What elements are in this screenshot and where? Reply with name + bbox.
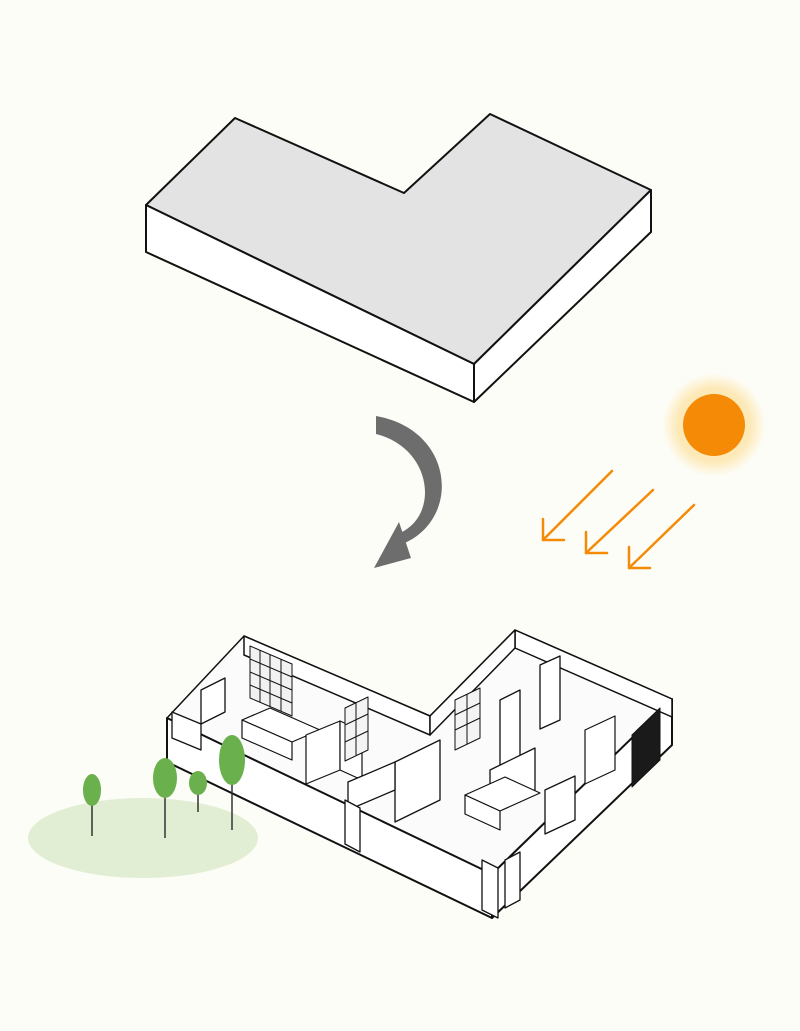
pillar-front [481, 859, 499, 919]
block-right-face [473, 189, 652, 403]
bed-front [464, 794, 501, 831]
arrow-head [374, 522, 411, 568]
pillar-front-b [504, 851, 521, 909]
isometric-apartment-icon [166, 629, 673, 919]
sun-core [683, 394, 745, 456]
sun-icon [662, 373, 766, 477]
tree-icon-group [83, 735, 245, 838]
curved-arrow-icon [374, 416, 442, 568]
sun-ray-3 [627, 503, 696, 570]
wall-inner-corner [429, 629, 516, 736]
partition-center-b [347, 761, 396, 811]
sunlight-arrows-icon [541, 469, 696, 570]
cabinet-window [584, 715, 616, 785]
partition-center-c [344, 799, 361, 853]
window-panel [631, 707, 661, 788]
l-shaped-block-icon [145, 113, 652, 403]
tree-icon [83, 774, 101, 836]
arrow-body [376, 416, 442, 545]
wardrobe [344, 696, 369, 762]
partition-left-a [200, 677, 226, 725]
partition-center-a [394, 739, 441, 823]
bench-front [241, 719, 293, 761]
lawn-icon [28, 798, 258, 878]
shelf-right [454, 687, 481, 751]
tree-icon [153, 758, 177, 838]
partition-right-b [539, 655, 561, 730]
tree-icon [189, 771, 207, 812]
sun-ray-2 [584, 488, 655, 555]
partition-right-d [544, 775, 576, 835]
bookshelf [249, 645, 293, 717]
tree-icon [219, 735, 245, 830]
sun-ray-1 [541, 469, 614, 542]
partition-left-b [171, 711, 202, 751]
